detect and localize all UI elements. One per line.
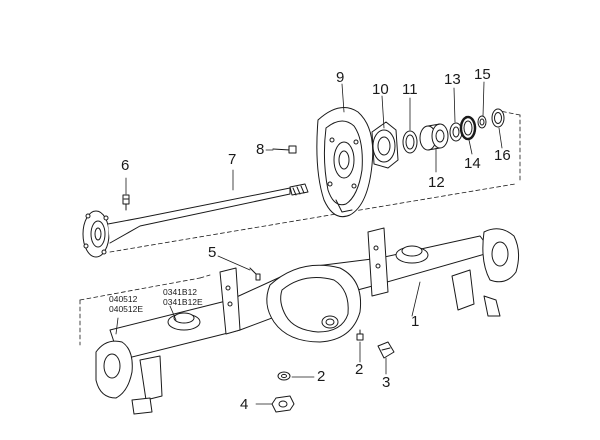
callout-5: 5 <box>208 244 217 261</box>
part-code-left-bottom: 040512E <box>109 303 144 314</box>
part-10-bearing-housing <box>371 121 399 169</box>
callout-16: 16 <box>494 147 511 164</box>
part-16-outer-seal <box>491 108 505 128</box>
part-code-right-bottom: 0341B12E <box>163 296 203 307</box>
leader-lines <box>115 81 503 405</box>
part-code-left: 040512 040512E <box>109 294 144 315</box>
part-9-backing-plate <box>316 107 374 218</box>
callout-15: 15 <box>474 66 491 83</box>
part-code-right-top: 0341B12 <box>163 287 198 297</box>
callout-3: 3 <box>382 374 391 391</box>
callout-2-left: 2 <box>317 368 326 385</box>
part-6-bolt <box>122 194 130 211</box>
callout-8: 8 <box>256 141 265 158</box>
part-11-seal <box>402 130 418 154</box>
part-2-fitting-right <box>356 329 364 341</box>
part-15-small-seal <box>477 115 487 129</box>
part-7-axle-shaft <box>82 183 309 258</box>
part-8-bolt <box>272 145 297 154</box>
callout-13: 13 <box>444 71 461 88</box>
part-1-axle-housing <box>95 227 520 415</box>
part-3-plug <box>377 341 395 359</box>
part-13-ring <box>449 122 463 142</box>
callout-1: 1 <box>411 313 420 330</box>
callout-14: 14 <box>464 155 481 172</box>
part-code-left-top: 040512 <box>109 294 138 304</box>
part-5-breather <box>249 267 261 281</box>
callout-2-right: 2 <box>355 361 364 378</box>
part-14-tone-ring <box>459 115 477 141</box>
callout-7: 7 <box>228 151 237 168</box>
callout-12: 12 <box>428 174 445 191</box>
callout-10: 10 <box>372 81 389 98</box>
part-2-washer-left <box>277 371 291 381</box>
part-12-bearing <box>419 123 449 151</box>
callout-9: 9 <box>336 69 345 86</box>
callout-11: 11 <box>402 81 418 98</box>
callout-4: 4 <box>240 396 249 413</box>
part-code-right: 0341B12 0341B12E <box>163 287 203 308</box>
part-4-nut <box>271 395 295 413</box>
callout-6: 6 <box>121 157 130 174</box>
